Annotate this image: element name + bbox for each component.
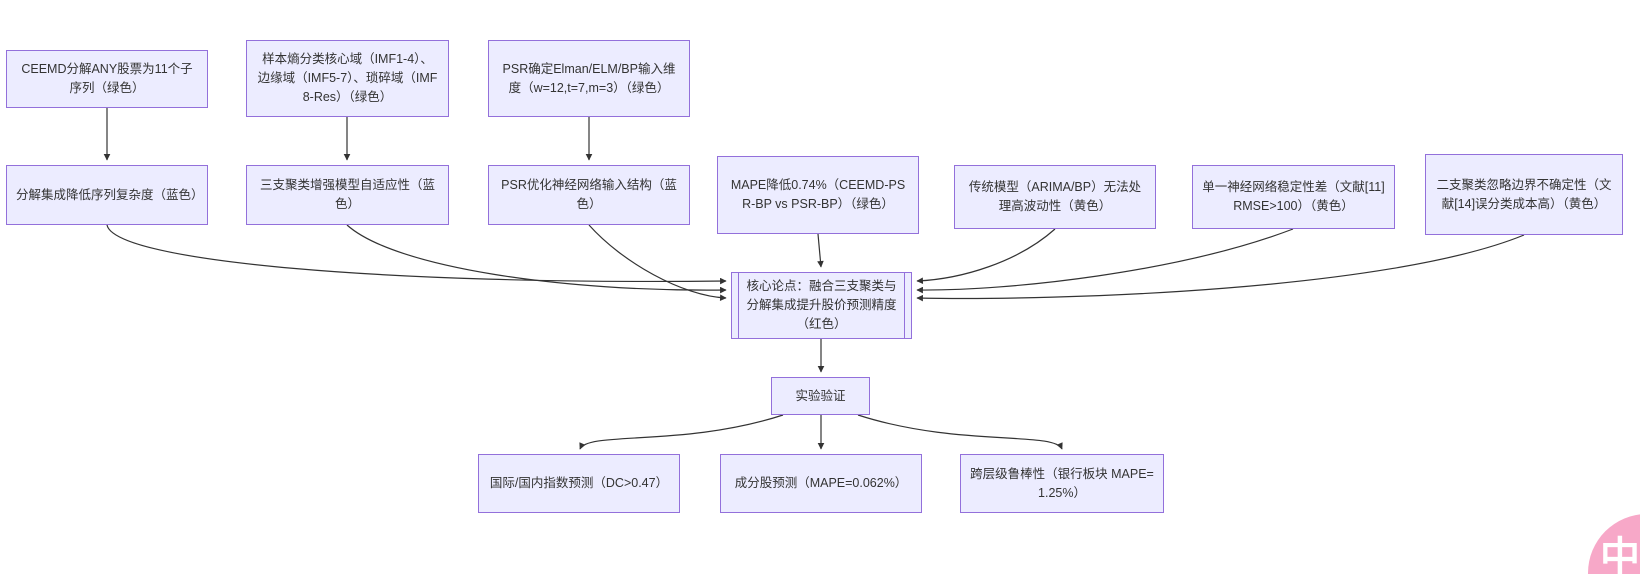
node-label: 样本熵分类核心域（IMF1-4）、边缘域（IMF5-7）、琐碎域（IMF8-Re… [257, 52, 438, 104]
node-M: 跨层级鲁棒性（银行板块 MAPE=1.25%） [960, 454, 1164, 513]
node-C: PSR确定Elman/ELM/BP输入维度（w=12,t=7,m=3）（绿色） [488, 40, 690, 117]
node-I: 单一神经网络稳定性差（文献[11] RMSE>100）（黄色） [1192, 165, 1395, 229]
node-label: PSR优化神经网络输入结构（蓝色） [501, 178, 677, 211]
node-F: PSR优化神经网络输入结构（蓝色） [488, 165, 690, 225]
node-label: MAPE降低0.74%（CEEMD-PSR-BP vs PSR-BP）（绿色） [730, 178, 906, 211]
node-K: 国际/国内指数预测（DC>0.47） [478, 454, 680, 513]
node-label: 国际/国内指数预测（DC>0.47） [489, 476, 669, 490]
edge-F-CORE [588, 224, 727, 302]
edge-G-CORE [817, 233, 824, 268]
edge-I-CORE [916, 228, 1294, 294]
edge-H-CORE [916, 228, 1056, 285]
node-CORE: 核心论点：融合三支聚类与分解集成提升股价预测精度（红色） [731, 272, 912, 339]
node-G: MAPE降低0.74%（CEEMD-PSR-BP vs PSR-BP）（绿色） [717, 156, 919, 234]
edge-E-CORE [346, 224, 727, 294]
node-label: CEEMD分解ANY股票为11个子序列（绿色） [21, 62, 193, 95]
node-J: 二支聚类忽略边界不确定性（文献[14]误分类成本高）（黄色） [1425, 154, 1623, 235]
edge-EXP-M [857, 414, 1063, 450]
node-E: 三支聚类增强模型自适应性（蓝色） [246, 165, 449, 225]
node-label: 跨层级鲁棒性（银行板块 MAPE=1.25%） [970, 466, 1154, 500]
node-D: 分解集成降低序列复杂度（蓝色） [6, 165, 208, 225]
edge-D-CORE [106, 224, 727, 285]
node-B: 样本熵分类核心域（IMF1-4）、边缘域（IMF5-7）、琐碎域（IMF8-Re… [246, 40, 449, 117]
node-label: 分解集成降低序列复杂度（蓝色） [16, 187, 204, 202]
translate-zh-en-icon: 中A [1600, 535, 1640, 574]
node-label: 三支聚类增强模型自适应性（蓝色） [259, 178, 435, 211]
node-label: 核心论点：融合三支聚类与分解集成提升股价预测精度（红色） [746, 279, 897, 331]
node-L: 成分股预测（MAPE=0.062%） [720, 454, 922, 513]
node-label: 实验验证 [795, 388, 846, 403]
node-label: 成分股预测（MAPE=0.062%） [734, 476, 908, 490]
node-H: 传统模型（ARIMA/BP）无法处理高波动性（黄色） [954, 165, 1156, 229]
node-A: CEEMD分解ANY股票为11个子序列（绿色） [6, 50, 208, 108]
node-label: 二支聚类忽略边界不确定性（文献[14]误分类成本高）（黄色） [1436, 177, 1612, 211]
node-label: 传统模型（ARIMA/BP）无法处理高波动性（黄色） [968, 180, 1142, 213]
node-label: PSR确定Elman/ELM/BP输入维度（w=12,t=7,m=3）（绿色） [502, 61, 676, 95]
node-EXP: 实验验证 [771, 377, 870, 415]
node-label: 单一神经网络稳定性差（文献[11] RMSE>100）（黄色） [1202, 180, 1385, 213]
edge-J-CORE [916, 234, 1525, 302]
edge-EXP-K [579, 414, 784, 450]
